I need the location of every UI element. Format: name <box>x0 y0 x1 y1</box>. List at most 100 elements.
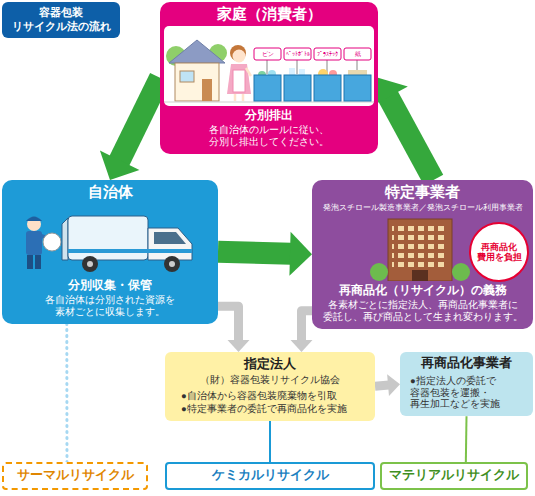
illustration-part <box>82 256 98 272</box>
connector-line <box>218 252 291 254</box>
node-text: 分別収集・保管 <box>6 278 214 293</box>
illustration-part <box>87 261 93 267</box>
garbage-truck-illustration <box>6 204 214 276</box>
illustration-part <box>227 64 251 94</box>
chemical-recycle-box: ケミカルリサイクル <box>165 462 375 490</box>
connector-line <box>119 78 160 161</box>
municipality-box: 自治体 分別収集・保管各自治体は分別された資源を 素材ごとに収集します。 <box>2 180 218 324</box>
node-text: ●特定事業者の委託で再商品化を実施 <box>181 403 369 415</box>
illustration-part <box>169 261 175 267</box>
illustration-part <box>254 48 281 60</box>
business-box: 特定事業者発泡スチロール製造事業者／発泡スチロール利用事業者 再商品化（リサイク… <box>312 180 533 329</box>
consumer-box: 家庭（消費者） ビンﾍﾟｯﾄﾎﾞﾄﾙﾌﾟﾗｽﾁｯｸ紙分別排出各自治体のルールに従… <box>160 2 378 154</box>
node-text: （財）容器包装リサイクル協会 <box>171 374 369 387</box>
node-heading: 自治体 <box>6 183 214 202</box>
node-heading: 指定法人 <box>171 356 369 372</box>
bin-sign-label: ﾍﾟｯﾄﾎﾞﾄﾙ <box>284 48 311 60</box>
illustration-part <box>344 75 371 101</box>
illustration-part <box>234 94 237 101</box>
node-text: 各素材ごとに指定法人、再商品化事業者に 委託し、再び商品として生まれ変わります。 <box>316 299 529 323</box>
node-heading: 特定事業者 <box>316 183 529 202</box>
illustration-part <box>148 228 192 260</box>
connector-line <box>269 421 271 463</box>
illustration-part <box>164 256 180 272</box>
illustration-part <box>180 71 194 82</box>
illustration-part <box>233 70 245 92</box>
node-text: 発泡スチロール製造事業者／発泡スチロール利用事業者 <box>316 203 529 213</box>
arrow-head <box>289 232 312 276</box>
diagram-title: 容器包装 リサイクル法の流れ <box>2 2 120 38</box>
illustration-part <box>246 68 251 76</box>
node-heading: 家庭（消費者） <box>164 5 374 24</box>
illustration-part <box>314 48 341 101</box>
illustration-part <box>370 263 388 281</box>
illustration-part <box>267 60 268 74</box>
illustration-part <box>284 75 311 101</box>
node-text: ●自治体から容器包装廃棄物を引取 <box>181 390 369 402</box>
illustration-slot: ビンﾍﾟｯﾄﾎﾞﾄﾙﾌﾟﾗｽﾁｯｸ紙 <box>164 26 374 106</box>
flow-connector <box>369 78 433 180</box>
illustration-part <box>344 48 371 101</box>
illustration-part <box>284 48 311 60</box>
connector-line <box>375 385 389 386</box>
illustration-slot <box>6 204 214 276</box>
flow-connector <box>100 78 160 180</box>
node-heading: サーマルリサイクル <box>17 468 134 484</box>
connector-line <box>218 306 239 341</box>
node-text: ●指定法人の委託で 容器包装を運搬・ 再生加工などを実施 <box>410 375 527 411</box>
node-heading: マテリアルリサイクル <box>389 468 519 484</box>
connector-line <box>465 416 468 462</box>
thermal-recycle-box: サーマルリサイクル <box>2 462 148 490</box>
illustration-part <box>26 231 42 255</box>
arrow-head <box>228 340 250 352</box>
illustration-part <box>164 101 374 102</box>
illustration-part <box>297 60 298 74</box>
flow-connector <box>218 232 312 276</box>
illustration-part <box>62 218 68 260</box>
illustration-part <box>452 263 470 281</box>
node-text: 各自治体は分別された資源を 素材ごとに収集します。 <box>6 294 214 318</box>
illustration-part <box>314 75 341 101</box>
material-recycle-box: マテリアルリサイクル <box>380 462 528 490</box>
illustration-part <box>388 219 452 281</box>
illustration-part <box>27 255 33 269</box>
node-heading: 再商品化 費用を負担 <box>475 242 523 263</box>
recycler-box: 再商品化事業者 ●指定法人の委託で 容器包装を運搬・ 再生加工などを実施 <box>400 352 533 416</box>
arrow-head <box>387 374 400 396</box>
illustration-part <box>314 48 341 60</box>
illustration-part <box>392 223 448 269</box>
flow-connector <box>375 374 400 396</box>
flow-connector <box>270 421 271 463</box>
illustration-part <box>202 79 212 101</box>
flow-connector <box>465 416 467 462</box>
arrow-head <box>100 151 140 180</box>
illustration-part <box>68 216 148 260</box>
illustration-part <box>35 255 41 269</box>
node-text: 再商品化（リサイクル）の義務 <box>316 283 529 298</box>
illustration-part <box>26 216 42 221</box>
illustration-part <box>284 48 311 101</box>
illustration-part <box>68 249 192 253</box>
designated-body-box: 指定法人 （財）容器包装リサイクル協会 ●自治体から容器包装廃棄物を引取●特定事業者… <box>165 352 375 421</box>
illustration-part <box>344 48 371 60</box>
bin-sign-label: 紙 <box>344 48 371 60</box>
bin-sign-label: ビン <box>254 48 281 60</box>
connector-line <box>65 324 68 463</box>
cost-badge: 再商品化 費用を負担 <box>469 222 529 282</box>
illustration-part <box>242 94 245 101</box>
illustration-part <box>164 26 374 106</box>
illustration-part <box>254 75 281 101</box>
illustration-part <box>27 217 41 231</box>
bin-sign-label: ﾌﾟﾗｽﾁｯｸ <box>314 48 341 60</box>
flow-connector <box>66 324 67 463</box>
connector-line <box>388 96 434 180</box>
node-heading: ケミカルリサイクル <box>212 468 329 484</box>
illustration-part <box>43 233 61 251</box>
node-text: 分別排出 <box>164 108 374 123</box>
illustration-part <box>175 63 219 101</box>
illustration-part <box>169 40 225 63</box>
flow-connector <box>291 311 313 352</box>
household-illustration <box>164 26 374 106</box>
node-heading: 再商品化事業者 <box>406 356 527 372</box>
